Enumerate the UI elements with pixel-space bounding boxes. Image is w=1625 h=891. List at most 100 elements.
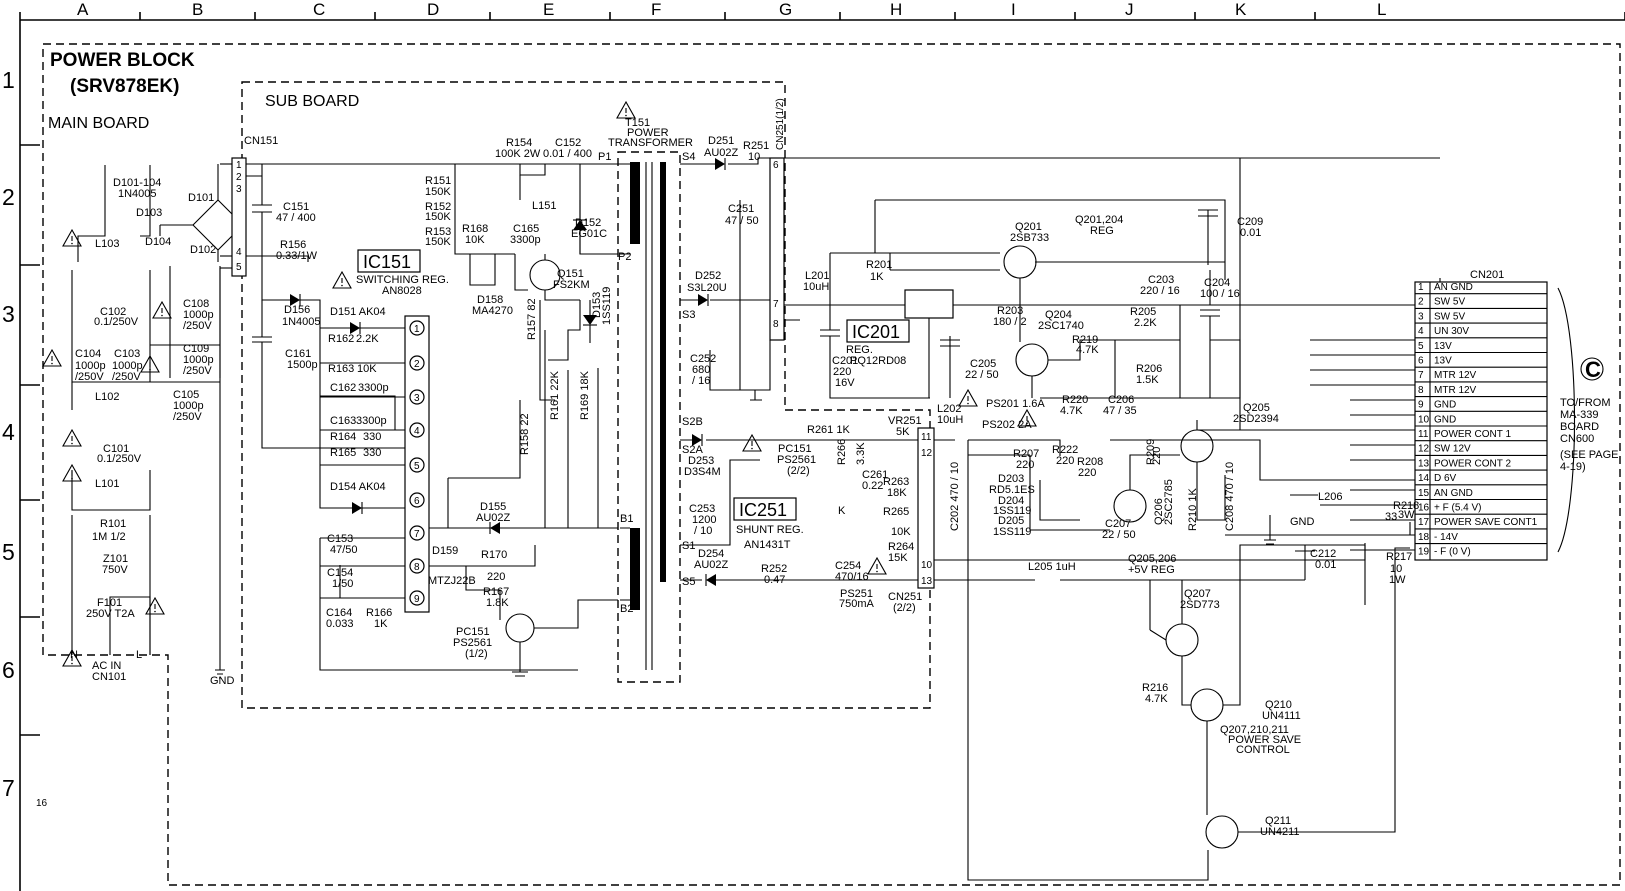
- component-label-r201b: 1K: [870, 271, 884, 283]
- row-label-6: 6: [2, 657, 15, 683]
- component-label-c253c: / 10: [694, 525, 712, 537]
- ic151-label: IC151: [363, 252, 411, 272]
- warning-icon: [62, 428, 82, 447]
- ic201-note: REG.: [846, 344, 873, 356]
- component-label-r264b: 15K: [888, 552, 908, 564]
- ic151-pin-circle: [409, 558, 425, 574]
- component-label-q204b: 2SC1740: [1038, 320, 1084, 332]
- component-label-s2a: S2A: [682, 444, 703, 456]
- component-label-d204b: 1SS119: [993, 505, 1031, 517]
- component-label-r264: R264: [888, 541, 914, 553]
- note-power-save-1: Q207,210,211: [1220, 724, 1289, 736]
- component-label-c261: C261: [862, 469, 888, 481]
- row-label-5: 5: [2, 539, 15, 565]
- column-label-C: C: [313, 0, 325, 19]
- warning-icon: [62, 463, 82, 482]
- component-label-c161: C161: [285, 348, 311, 360]
- note-power-save-2: POWER SAVE: [1228, 734, 1301, 746]
- title-line-2: (SRV878EK): [70, 76, 179, 97]
- component-label-f101b: 250V T2A: [86, 608, 135, 620]
- component-label-r156b: 0.33/1W: [276, 250, 318, 262]
- ic151-pin-2: 2: [414, 359, 420, 370]
- sub-board-outline: [241, 81, 931, 709]
- component-label-r157: R157 82: [526, 298, 538, 340]
- component-label-r201: R201: [866, 259, 892, 271]
- component-label-r161: R161 22K: [549, 370, 561, 420]
- component-label-d156: D156: [284, 304, 310, 316]
- component-label-d103: D103: [136, 207, 162, 219]
- component-label-c203: C203: [1148, 274, 1174, 286]
- warning-icon: [140, 354, 160, 373]
- cn251-bottom-pin-13: 13: [921, 576, 933, 587]
- component-label-r168b: 10K: [465, 234, 485, 246]
- ic201-part: PQ12RD08: [850, 355, 906, 367]
- destination-marker: C: [1585, 357, 1601, 382]
- component-label-vr251: VR251: [888, 415, 922, 427]
- ic151-pin-circle: [409, 389, 425, 405]
- warning-icon: [332, 270, 352, 289]
- ic151-pin-circle: [409, 320, 425, 336]
- component-label-c162b: 3300p: [358, 382, 389, 394]
- destination-marker-circle: [1580, 357, 1604, 381]
- component-label-d158b: MA4270: [472, 305, 513, 317]
- component-label-c201c: 16V: [835, 377, 855, 389]
- component-label-d104: D104: [145, 236, 171, 248]
- component-label-b2: B2: [620, 603, 633, 615]
- q207-body: [1165, 623, 1199, 657]
- ic151-note: SWITCHING REG.: [356, 274, 449, 286]
- component-label-r251: R251: [743, 140, 769, 152]
- component-label-r217: R217: [1386, 551, 1412, 563]
- ic151-pin-9: 9: [414, 594, 420, 605]
- component-label-r209b: 220: [1151, 447, 1163, 465]
- destination-line: BOARD: [1560, 421, 1599, 433]
- cn201-pin-name: POWER CONT 1: [1434, 429, 1511, 440]
- component-label-r252b: 0.47: [764, 574, 785, 586]
- component-label-p1: P1: [598, 151, 611, 163]
- component-label-c253: C253: [689, 503, 715, 515]
- cn201-pin-name: POWER SAVE CONT1: [1434, 517, 1538, 528]
- component-label-r167: R167: [483, 586, 509, 598]
- cn201-pin-name: AN GND: [1434, 488, 1473, 499]
- column-label-B: B: [192, 0, 203, 19]
- component-label-r203: R203: [997, 305, 1023, 317]
- component-label-d101: D101-104: [113, 177, 161, 189]
- component-label-r207b: 220: [1016, 459, 1034, 471]
- component-label-r206: R206: [1136, 363, 1162, 375]
- component-label-d205b: 1SS119: [993, 526, 1031, 538]
- cn201-pin-name: 13V: [1434, 356, 1452, 367]
- cn201-pin-number: 3: [1418, 311, 1424, 322]
- cn201-pin-number: 1: [1418, 282, 1424, 293]
- component-label-c105: C105: [173, 389, 199, 401]
- q201-body: [1003, 245, 1037, 279]
- column-label-I: I: [1011, 0, 1016, 19]
- component-label-r166b: 1K: [374, 618, 388, 630]
- row-label-1: 1: [2, 67, 15, 93]
- cn251-top-pin-8: 8: [773, 319, 779, 330]
- warning-icon: [742, 433, 762, 452]
- component-label-r210: R210 1K: [1187, 488, 1199, 531]
- component-label-c208: C208 470 / 10: [1224, 462, 1236, 531]
- component-label-r220: R220: [1062, 394, 1088, 406]
- destination-line: MA-339: [1560, 409, 1599, 421]
- component-label-c163: C163: [330, 415, 356, 427]
- cn151-pin-1: 1: [236, 160, 242, 171]
- component-label-r261: R261 1K: [807, 424, 850, 436]
- component-label-q205b: 2SD2394: [1233, 413, 1279, 425]
- cn201-pin-number: 15: [1418, 488, 1430, 499]
- cn201-pin-number: 18: [1418, 532, 1430, 543]
- component-label-c203b: 220 / 16: [1140, 285, 1180, 297]
- component-label-c105b: 1000p: [173, 400, 204, 412]
- component-label-r101: R101: [100, 518, 126, 530]
- cn201-pin-name: SW 12V: [1434, 444, 1471, 455]
- cn251-bottom-pin-12: 12: [921, 448, 933, 459]
- component-label-l: L: [136, 649, 142, 661]
- warning-icon: [616, 100, 636, 119]
- ic151-label-box: [357, 249, 421, 273]
- column-ticks: [19, 12, 1625, 20]
- component-label-c153b: 47/50: [330, 544, 358, 556]
- component-label-d155: D155: [480, 501, 506, 513]
- cn251-bottom-pin-10: 10: [921, 560, 933, 571]
- ic151-pin-circle: [409, 492, 425, 508]
- component-label-r218b: 3W: [1398, 509, 1415, 521]
